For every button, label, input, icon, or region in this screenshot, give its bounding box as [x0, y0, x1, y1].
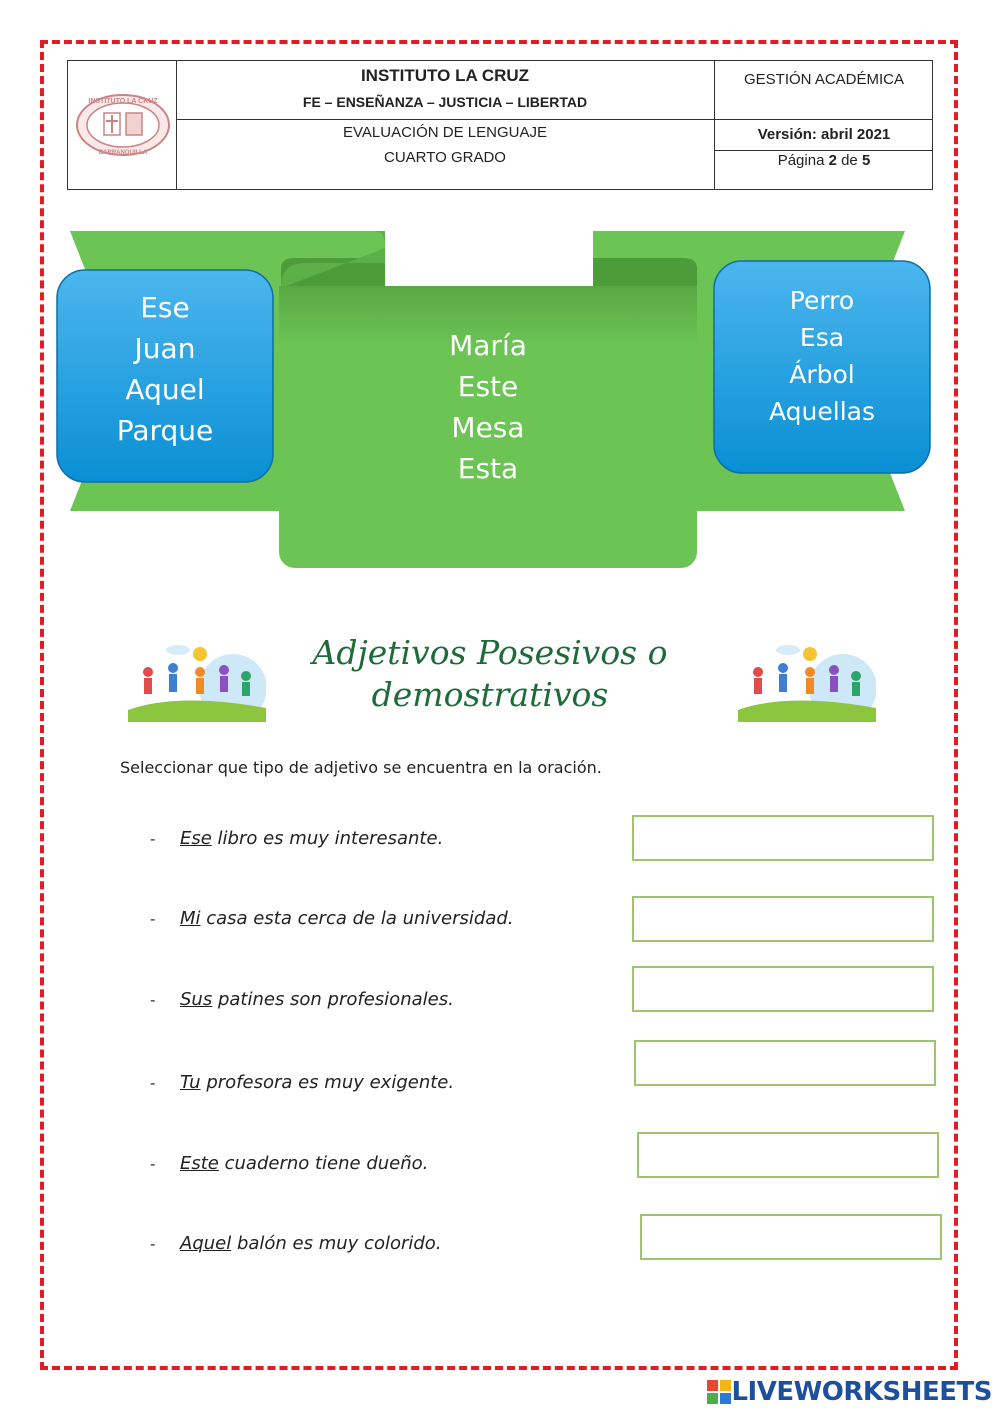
sentence-item: -Este cuaderno tiene dueño.	[150, 1153, 429, 1174]
word-bank-banner	[56, 231, 931, 568]
word-bank-middle: María Este Mesa Esta	[279, 325, 697, 489]
version-label: Versión: abril 2021	[757, 126, 891, 143]
word-bank-right-item: Esa	[799, 323, 845, 352]
department-label: GESTIÓN ACADÉMICA	[743, 71, 905, 88]
liveworksheets-grid-icon	[707, 1380, 732, 1404]
evaluation-label: EVALUACIÓN DE LENGUAJE	[343, 124, 547, 141]
institution-name: INSTITUTO LA CRUZ	[360, 66, 530, 85]
logo-bottom-text: BARRANQUILLA	[99, 150, 148, 156]
word-bank-left-item: Juan	[134, 332, 196, 365]
word-bank-right-item: Perro	[789, 286, 855, 315]
word-bank-middle-item: Este	[457, 370, 519, 403]
answer-box-3[interactable]	[632, 966, 934, 1012]
answer-box-1[interactable]	[632, 815, 934, 861]
kids-playing-image-right	[738, 645, 876, 722]
header-table: INSTITUTO LA CRUZ BARRANQUILLA INSTITUTO…	[67, 60, 933, 190]
title-line-2: demostrativos	[371, 675, 609, 714]
title-line-1: Adjetivos Posesivos o	[312, 633, 668, 672]
word-bank-middle-item: María	[449, 329, 527, 362]
answer-box-4[interactable]	[634, 1040, 936, 1086]
word-bank-left-item: Parque	[116, 414, 214, 447]
liveworksheets-logo: LIVEWORKSHEETS	[707, 1377, 992, 1407]
word-bank-right: Perro Esa Árbol Aquellas	[714, 282, 930, 430]
school-logo: INSTITUTO LA CRUZ BARRANQUILLA	[76, 94, 170, 156]
sentence-item: -Tu profesora es muy exigente.	[150, 1072, 455, 1093]
answer-box-6[interactable]	[640, 1214, 942, 1260]
kids-playing-image-left	[128, 645, 266, 722]
word-bank-left-item: Ese	[140, 291, 190, 324]
word-bank-right-item: Árbol	[789, 360, 855, 389]
page-indicator: Página 2 de 5	[777, 152, 871, 169]
sentence-item: -Ese libro es muy interesante.	[150, 828, 444, 849]
worksheet-title: Adjetivos Posesivos o demostrativos	[295, 632, 685, 716]
institution-motto: FE – ENSEÑANZA – JUSTICIA – LIBERTAD	[302, 94, 588, 110]
sentence-item: -Aquel balón es muy colorido.	[150, 1233, 442, 1254]
logo-top-text: INSTITUTO LA CRUZ	[88, 98, 158, 105]
answer-box-2[interactable]	[632, 896, 934, 942]
sentence-item: -Mi casa esta cerca de la universidad.	[150, 908, 514, 929]
word-bank-left-item: Aquel	[125, 373, 205, 406]
word-bank-middle-item: Mesa	[451, 411, 525, 444]
grade-label: CUARTO GRADO	[384, 149, 506, 166]
word-bank-left: Ese Juan Aquel Parque	[57, 287, 273, 451]
word-bank-middle-item: Esta	[457, 452, 519, 485]
answer-box-5[interactable]	[637, 1132, 939, 1178]
page-border	[40, 40, 958, 1370]
word-bank-right-item: Aquellas	[769, 397, 875, 426]
instruction-text: Seleccionar que tipo de adjetivo se encu…	[120, 758, 602, 777]
sentence-item: -Sus patines son profesionales.	[150, 989, 454, 1010]
liveworksheets-brand-text: LIVEWORKSHEETS	[731, 1377, 992, 1407]
